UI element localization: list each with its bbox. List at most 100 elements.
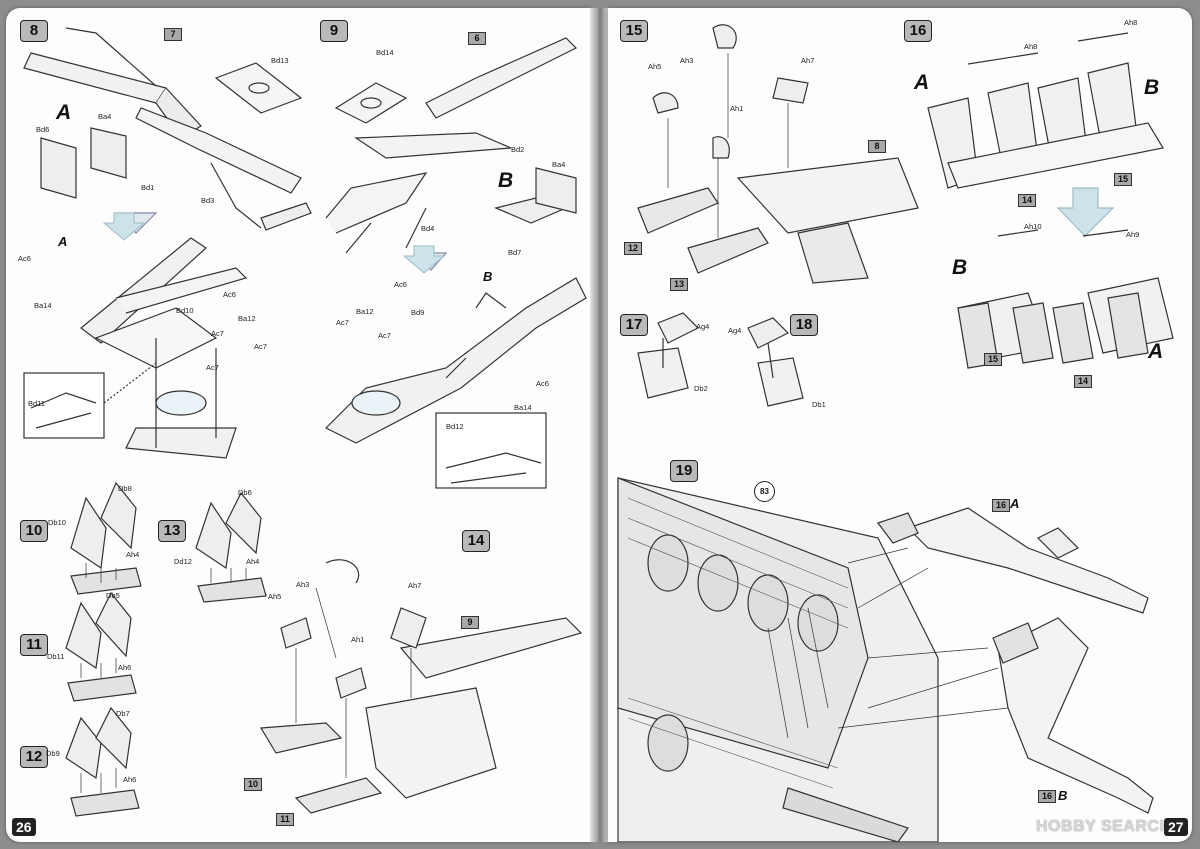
ref-part-12: 12	[624, 242, 642, 255]
part-label: Ah4	[246, 557, 260, 566]
ref-part-7: 7	[164, 28, 182, 41]
part-label: Dd12	[174, 557, 192, 566]
part-label: Ah3	[680, 56, 694, 65]
ref-part-15: 15	[984, 353, 1002, 366]
part-label: Ac7	[378, 331, 391, 340]
page-number-left: 26	[12, 818, 36, 836]
part-label: Bd6	[36, 125, 50, 134]
part-label: Bd7	[508, 248, 522, 257]
variant-label-b: B	[1058, 788, 1068, 803]
part-label: Ah6	[118, 663, 132, 672]
ref-part-16: 16	[992, 499, 1010, 512]
part-label: Ac6	[536, 379, 549, 388]
step-number-14: 14	[462, 530, 490, 552]
part-label: Db7	[116, 709, 130, 718]
part-label: Ba4	[98, 112, 112, 121]
part-label: Ac7	[211, 329, 224, 338]
page-number-right: 27	[1164, 818, 1188, 836]
ref-part-16: 16	[1038, 790, 1056, 803]
step-number-16: 16	[904, 20, 932, 42]
right-page-line-art	[617, 24, 1174, 842]
part-label: Ah7	[408, 581, 422, 590]
part-label: Bd1	[141, 183, 155, 192]
part-label: Ah3	[296, 580, 310, 589]
part-label: Db6	[238, 488, 252, 497]
ref-part-14: 14	[1074, 375, 1092, 388]
part-label: Ag4	[696, 322, 710, 331]
ref-part-14: 14	[1018, 194, 1036, 207]
part-label: Ag4	[728, 326, 742, 335]
part-label: Ah5	[268, 592, 282, 601]
part-label: Bd10	[176, 306, 194, 315]
part-label: Bd13	[271, 56, 289, 65]
part-label: Bd11	[28, 399, 45, 408]
instruction-page-right: 15 Ah3 Ah7 Ah5 Ah1 8 12 13 16 Ah8 Ah8 A …	[608, 8, 1192, 842]
part-label: Ah4	[126, 550, 140, 559]
sub-variant-label-a: A	[58, 234, 68, 249]
step-number-19: 19	[670, 460, 698, 482]
part-label: Ah6	[123, 775, 137, 784]
step-number-17: 17	[620, 314, 648, 336]
part-label: Ac6	[394, 280, 407, 289]
instruction-page-left: 8 7 Bd13 A Ba4 Bd6 Bd1 Bd3 A Ac6 Ba14 Bd…	[6, 8, 590, 842]
step-number-9: 9	[320, 20, 348, 42]
part-label: Db9	[46, 749, 60, 758]
part-label: Ah9	[1126, 230, 1140, 239]
part-label: Ah1	[730, 104, 744, 113]
variant-label-a: A	[1010, 496, 1020, 511]
variant-label-b: B	[952, 256, 968, 279]
part-label: Db5	[106, 591, 120, 600]
sub-variant-label-b: B	[483, 269, 493, 284]
step-number-15: 15	[620, 20, 648, 42]
part-label: Ba14	[34, 301, 52, 310]
part-label: Bd12	[446, 422, 464, 431]
part-label: Ah8	[1124, 18, 1138, 27]
left-page-line-art	[23, 27, 587, 817]
part-label: Bd9	[411, 308, 425, 317]
ref-part-6: 6	[468, 32, 486, 45]
variant-label-a: A	[56, 101, 72, 124]
variant-label-b: B	[1144, 76, 1160, 99]
step-number-13: 13	[158, 520, 186, 542]
part-label: Db1	[812, 400, 826, 409]
ref-part-13: 13	[670, 278, 688, 291]
circle-ref-83: 83	[754, 481, 775, 502]
part-label: Ba14	[514, 403, 532, 412]
part-label: Ac6	[223, 290, 236, 299]
part-label: Db11	[47, 652, 65, 661]
part-label: Db8	[118, 484, 132, 493]
part-label: Db2	[694, 384, 708, 393]
ref-part-9: 9	[461, 616, 479, 629]
part-label: Bd3	[201, 196, 215, 205]
part-label: Ac7	[254, 342, 267, 351]
ref-part-8: 8	[868, 140, 886, 153]
part-label: Ba4	[552, 160, 566, 169]
step-number-11: 11	[20, 634, 48, 656]
variant-label-a: A	[914, 71, 930, 94]
part-label: Ac7	[336, 318, 349, 327]
part-label: Bd14	[376, 48, 394, 57]
book-gutter	[590, 8, 608, 842]
part-label: Ba12	[356, 307, 374, 316]
ref-part-10: 10	[244, 778, 262, 791]
part-label: Ba12	[238, 314, 256, 323]
part-label: Ah5	[648, 62, 662, 71]
part-label: Db10	[48, 518, 66, 527]
part-label: Ah1	[351, 635, 365, 644]
variant-label-a: A	[1148, 340, 1164, 363]
ref-part-15: 15	[1114, 173, 1132, 186]
part-label: Ah7	[801, 56, 815, 65]
variant-label-b: B	[498, 169, 514, 192]
step-number-10: 10	[20, 520, 48, 542]
step-number-18: 18	[790, 314, 818, 336]
step-number-12: 12	[20, 746, 48, 768]
part-label: Ah8	[1024, 42, 1038, 51]
step-number-8: 8	[20, 20, 48, 42]
watermark: HOBBY SEARCH	[1036, 818, 1172, 835]
part-label: Ac7	[206, 363, 219, 372]
part-label: Bd2	[511, 145, 525, 154]
part-label: Ac6	[18, 254, 31, 263]
ref-part-11: 11	[276, 813, 294, 826]
part-label: Ah10	[1024, 222, 1042, 231]
part-label: Bd4	[421, 224, 435, 233]
